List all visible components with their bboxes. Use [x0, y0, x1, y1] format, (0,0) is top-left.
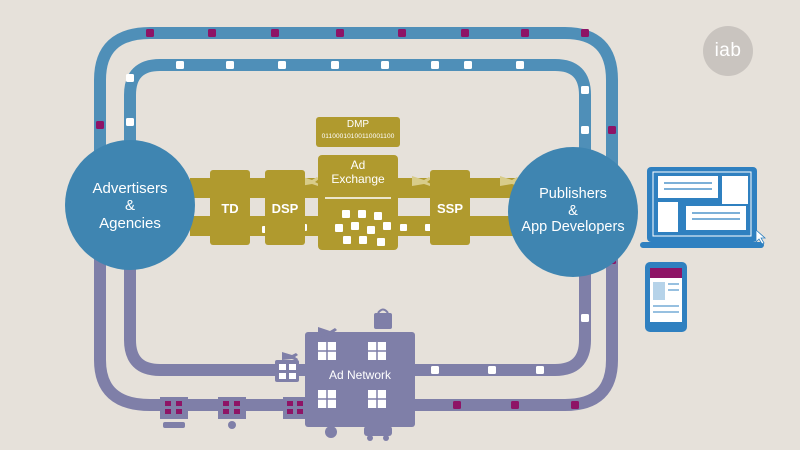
inner-track-dots: [126, 61, 589, 374]
dsp-box: [265, 170, 305, 245]
ad-exchange-label: Ad Exchange: [331, 158, 385, 186]
track-dot: [398, 29, 406, 37]
dmp-label: DMP: [346, 119, 370, 130]
track-dot: [488, 366, 496, 374]
phone-icon: [645, 262, 687, 332]
track-dot: [336, 29, 344, 37]
ssp-label: SSP: [436, 201, 463, 216]
track-dot: [464, 61, 472, 69]
publishers-circle: [508, 147, 638, 277]
track-dot: [453, 401, 461, 409]
bid-square: [367, 226, 375, 234]
td-label: TD: [221, 201, 239, 216]
track-dot: [96, 121, 104, 129]
bid-square: [377, 238, 385, 246]
ad-network-label: Ad Network: [328, 368, 392, 382]
bid-square: [383, 222, 391, 230]
iab-logo: iab: [703, 26, 753, 76]
track-dot: [581, 86, 589, 94]
track-dot: [431, 366, 439, 374]
track-dot: [126, 74, 134, 82]
track-dot: [608, 126, 616, 134]
bid-square: [335, 224, 343, 232]
track-dot: [176, 61, 184, 69]
td-box: [210, 170, 250, 245]
track-dot: [571, 401, 579, 409]
bid-square: [359, 236, 367, 244]
track-dot: [536, 366, 544, 374]
bid-square: [351, 222, 359, 230]
track-dot: [581, 314, 589, 322]
track-dot: [226, 61, 234, 69]
advertisers-label: Advertisers & Agencies: [92, 180, 168, 232]
bid-square: [374, 212, 382, 220]
small-buildings: [160, 397, 307, 429]
track-dot: [581, 29, 589, 37]
track-dot: [208, 29, 216, 37]
exchange-bid-squares: [335, 210, 391, 246]
bid-square: [342, 210, 350, 218]
track-dot: [431, 61, 439, 69]
track-dot: [278, 61, 286, 69]
track-dot: [461, 29, 469, 37]
ssp-box: [430, 170, 470, 245]
publishers-label: Publishers & App Developers: [521, 186, 625, 236]
track-dot: [126, 118, 134, 126]
bid-square: [358, 210, 366, 218]
track-dot: [511, 401, 519, 409]
track-dot: [331, 61, 339, 69]
track-dot: [381, 61, 389, 69]
ad-network-building: [275, 308, 415, 441]
inner-track-blue: [124, 59, 591, 200]
outer-track-blue: [94, 27, 618, 190]
dmp-box: [316, 117, 400, 147]
laptop-icon: [640, 167, 767, 248]
track-dot: [271, 29, 279, 37]
track-dot: [146, 29, 154, 37]
track-dot: [516, 61, 524, 69]
dsp-label: DSP: [271, 201, 299, 216]
track-dot: [581, 126, 589, 134]
advertisers-circle: [65, 140, 195, 270]
bid-square: [343, 236, 351, 244]
track-dot: [521, 29, 529, 37]
dmp-bits-label: 01100010100110001100: [321, 133, 395, 140]
